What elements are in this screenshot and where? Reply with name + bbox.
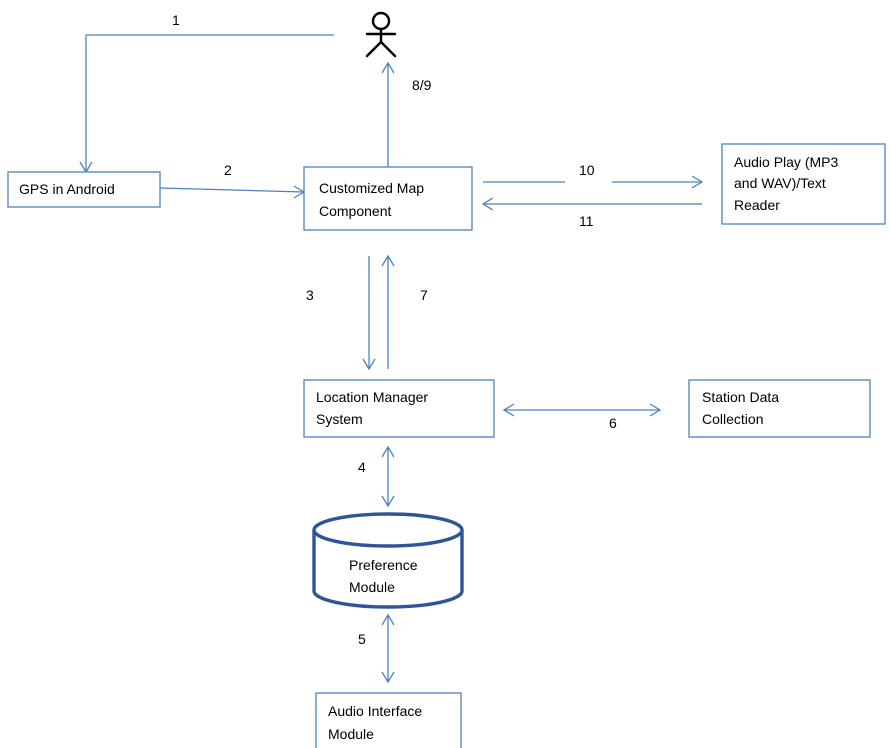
edge-11-arrowhead [481,197,494,211]
edge-5-label: 5 [358,631,366,647]
preference-label-line-1: Preference [349,557,418,573]
station-label-line-1: Station Data [702,389,779,405]
audio-interface-label-line-2: Module [328,726,374,742]
edge-2-line [159,187,305,193]
edge-8-9-label: 8/9 [412,77,432,93]
edge-4-arrowhead-down [381,495,395,508]
audio-interface-label-line-1: Audio Interface [328,703,422,719]
location-manager-node: Location Manager System [303,379,495,438]
map-label-line-2: Component [319,203,391,219]
preference-label-line-2: Module [349,579,395,595]
preference-module-database: Preference Module [312,512,464,609]
edge-7-arrowhead [381,254,395,267]
audio-play-label-line-3: Reader [734,197,780,213]
edge-3-label: 3 [306,287,314,303]
gps-label: GPS in Android [19,181,115,197]
edge-4-arrowhead-up [381,445,395,458]
map-label-line-1: Customized Map [319,180,424,196]
user-actor-icon [365,11,397,58]
station-data-node: Station Data Collection [688,379,871,438]
station-label-line-2: Collection [702,411,763,427]
edge-6-arrowhead-left [502,403,515,417]
audio-play-label-line-2: and WAV)/Text [734,175,826,191]
edge-10-label: 10 [579,162,595,178]
audio-interface-node: Audio Interface Module [315,692,462,748]
location-label-line-2: System [316,411,363,427]
edge-2-label: 2 [224,162,232,178]
gps-node: GPS in Android [7,171,161,208]
customized-map-node: Customized Map Component [303,166,473,231]
edge-4-label: 4 [358,459,366,475]
edge-8-9-arrowhead [381,61,395,74]
edge-3-arrowhead [362,358,376,371]
edge-6-arrowhead-right [649,403,662,417]
edge-6-label: 6 [609,415,617,431]
edge-10-arrowhead [691,175,704,189]
edge-5-arrowhead-down [381,671,395,684]
edge-1-label: 1 [172,12,180,28]
edge-7-label: 7 [420,287,428,303]
audio-play-label-line-1: Audio Play (MP3 [734,154,838,170]
location-label-line-1: Location Manager [316,389,428,405]
edge-5-arrowhead-up [381,613,395,626]
edge-11-label: 11 [579,213,594,229]
edge-1-line [85,34,334,172]
audio-play-node: Audio Play (MP3 and WAV)/Text Reader [721,143,886,225]
